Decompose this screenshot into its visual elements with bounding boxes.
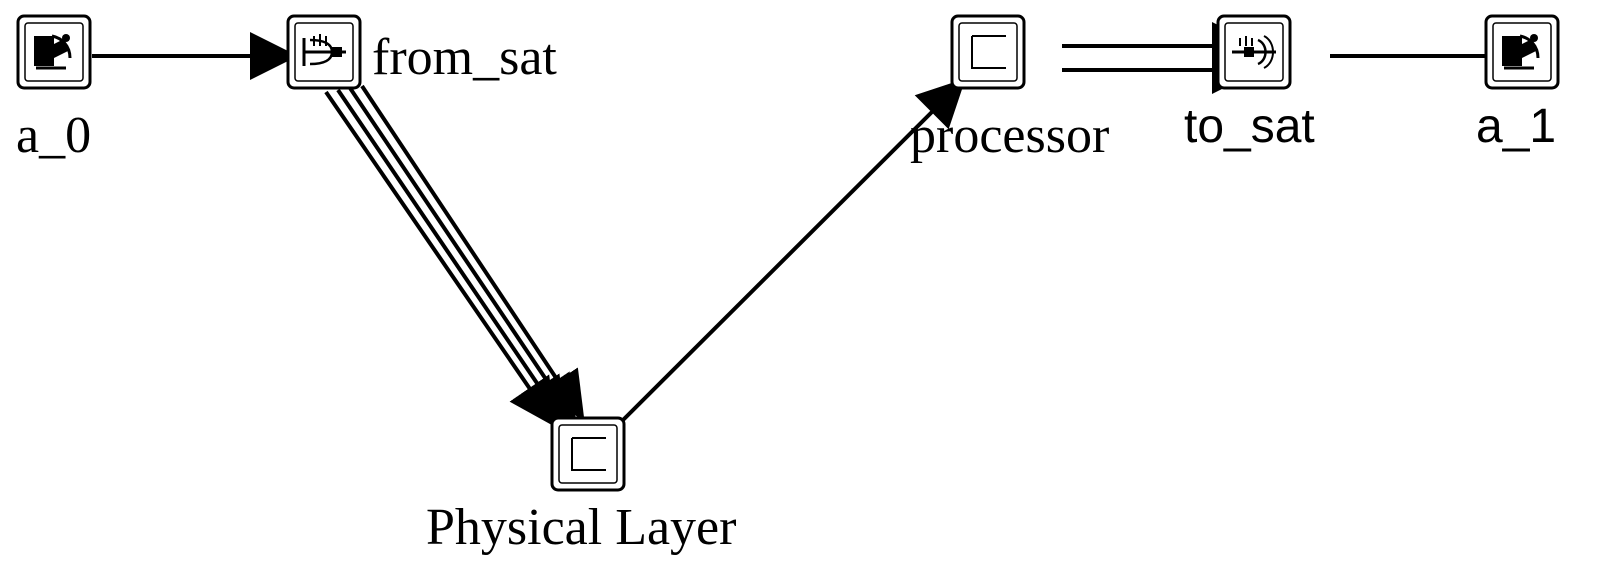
node-from-sat-label: from_sat [372, 29, 557, 86]
processor-module-icon [971, 35, 1006, 69]
node-processor[interactable] [950, 14, 1026, 90]
node-physical-layer[interactable] [550, 416, 626, 492]
node-to-sat[interactable] [1216, 14, 1292, 90]
node-a0[interactable] [16, 14, 92, 90]
receiver-antenna-icon [302, 34, 346, 66]
edge-from-sat-to-physical-layer-1 [324, 90, 557, 428]
edges [92, 22, 1536, 435]
edge-from-sat-to-physical-layer-3 [348, 86, 577, 425]
node-physical-layer-label: Physical Layer [426, 499, 736, 556]
processor-module-icon [571, 437, 606, 471]
edge-from-sat-to-physical-layer-4 [360, 84, 585, 421]
satellite-dish-icon [34, 34, 72, 70]
edge-from-sat-to-physical-layer [324, 84, 585, 428]
satellite-dish-icon [1502, 34, 1540, 70]
node-a1[interactable] [1484, 14, 1560, 90]
transmitter-antenna-icon [1232, 35, 1276, 69]
node-to-sat-label: to_sat [1184, 100, 1315, 153]
edge-physical-layer-to-processor [608, 78, 966, 435]
node-processor-label: processor [910, 107, 1109, 164]
edge-from-sat-to-physical-layer-2 [336, 88, 567, 427]
node-a1-label: a_1 [1476, 100, 1556, 153]
node-from-sat[interactable] [286, 14, 362, 90]
node-a0-label: a_0 [16, 107, 91, 164]
